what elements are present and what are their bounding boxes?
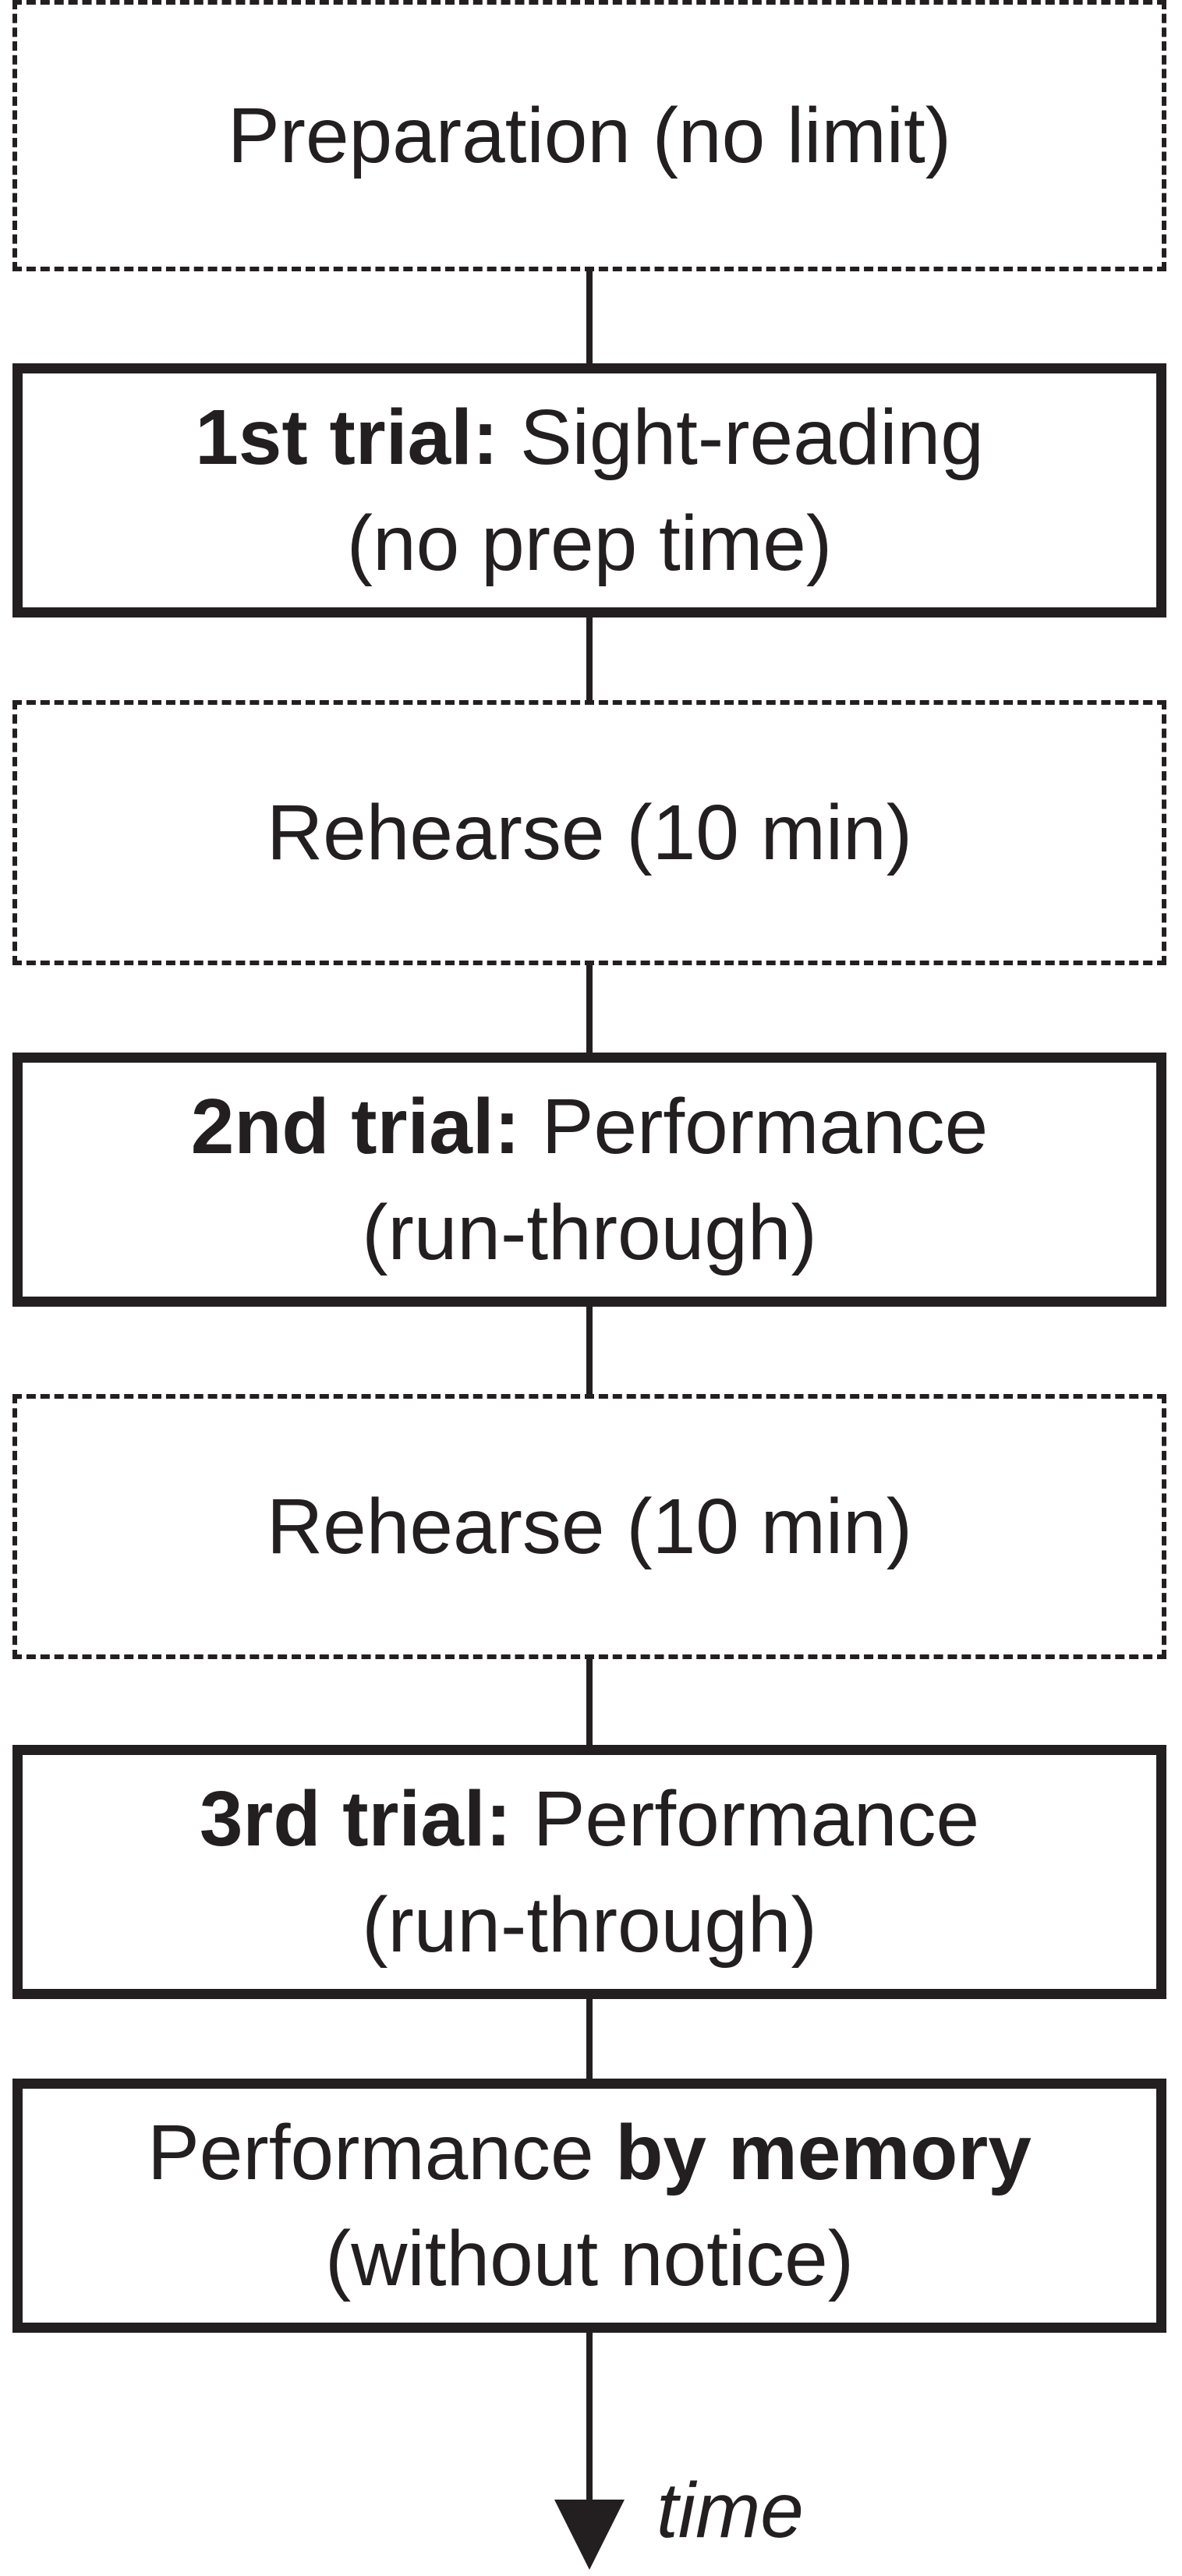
step-third-trial-title: Performance	[511, 1775, 980, 1863]
step-second-trial-line-2: (run-through)	[362, 1189, 817, 1276]
step-rehearse-2-text: Rehearse (10 min)	[266, 1483, 913, 1570]
step-rehearse-1: Rehearse (10 min)	[12, 700, 1166, 965]
time-arrow-head	[554, 2500, 625, 2570]
time-axis-line	[586, 2333, 593, 2503]
step-memory-performance-emphasis: by memory	[615, 2109, 1032, 2196]
step-preparation-line-1: Preparation (no limit)	[228, 83, 951, 189]
step-memory-performance: Performance by memory (without notice)	[12, 2079, 1166, 2333]
step-first-trial-line-2: (no prep time)	[346, 500, 833, 587]
step-second-trial-title: Performance	[520, 1083, 989, 1170]
connector-5	[586, 1659, 593, 1745]
connector-4	[586, 1307, 593, 1394]
step-second-trial-line-1: 2nd trial: Performance	[191, 1074, 989, 1180]
connector-6	[586, 1999, 593, 2079]
step-third-trial-label: 3rd trial:	[199, 1775, 511, 1863]
time-axis-label: time	[656, 2467, 804, 2554]
step-memory-performance-line-1: Performance by memory	[147, 2100, 1032, 2206]
step-third-trial: 3rd trial: Performance (run-through)	[12, 1745, 1166, 1999]
connector-2	[586, 617, 593, 700]
step-rehearse-2: Rehearse (10 min)	[12, 1394, 1166, 1659]
connector-3	[586, 965, 593, 1053]
step-first-trial: 1st trial: Sight-reading (no prep time)	[12, 363, 1166, 617]
step-preparation-text: Preparation (no limit)	[227, 92, 952, 179]
step-first-trial-title: Sight-reading	[498, 394, 984, 481]
step-first-trial-line-1: 1st trial: Sight-reading	[195, 384, 984, 490]
step-third-trial-line-2: (run-through)	[362, 1881, 817, 1969]
step-rehearse-1-text: Rehearse (10 min)	[266, 789, 913, 876]
connector-1	[586, 271, 593, 363]
step-third-trial-line-1: 3rd trial: Performance	[200, 1766, 979, 1872]
step-preparation: Preparation (no limit)	[12, 0, 1166, 271]
step-memory-performance-title: Performance	[147, 2109, 616, 2196]
step-first-trial-label: 1st trial:	[195, 394, 499, 481]
step-second-trial: 2nd trial: Performance (run-through)	[12, 1053, 1166, 1307]
step-memory-performance-line-2: (without notice)	[324, 2215, 855, 2302]
step-second-trial-label: 2nd trial:	[190, 1083, 520, 1170]
